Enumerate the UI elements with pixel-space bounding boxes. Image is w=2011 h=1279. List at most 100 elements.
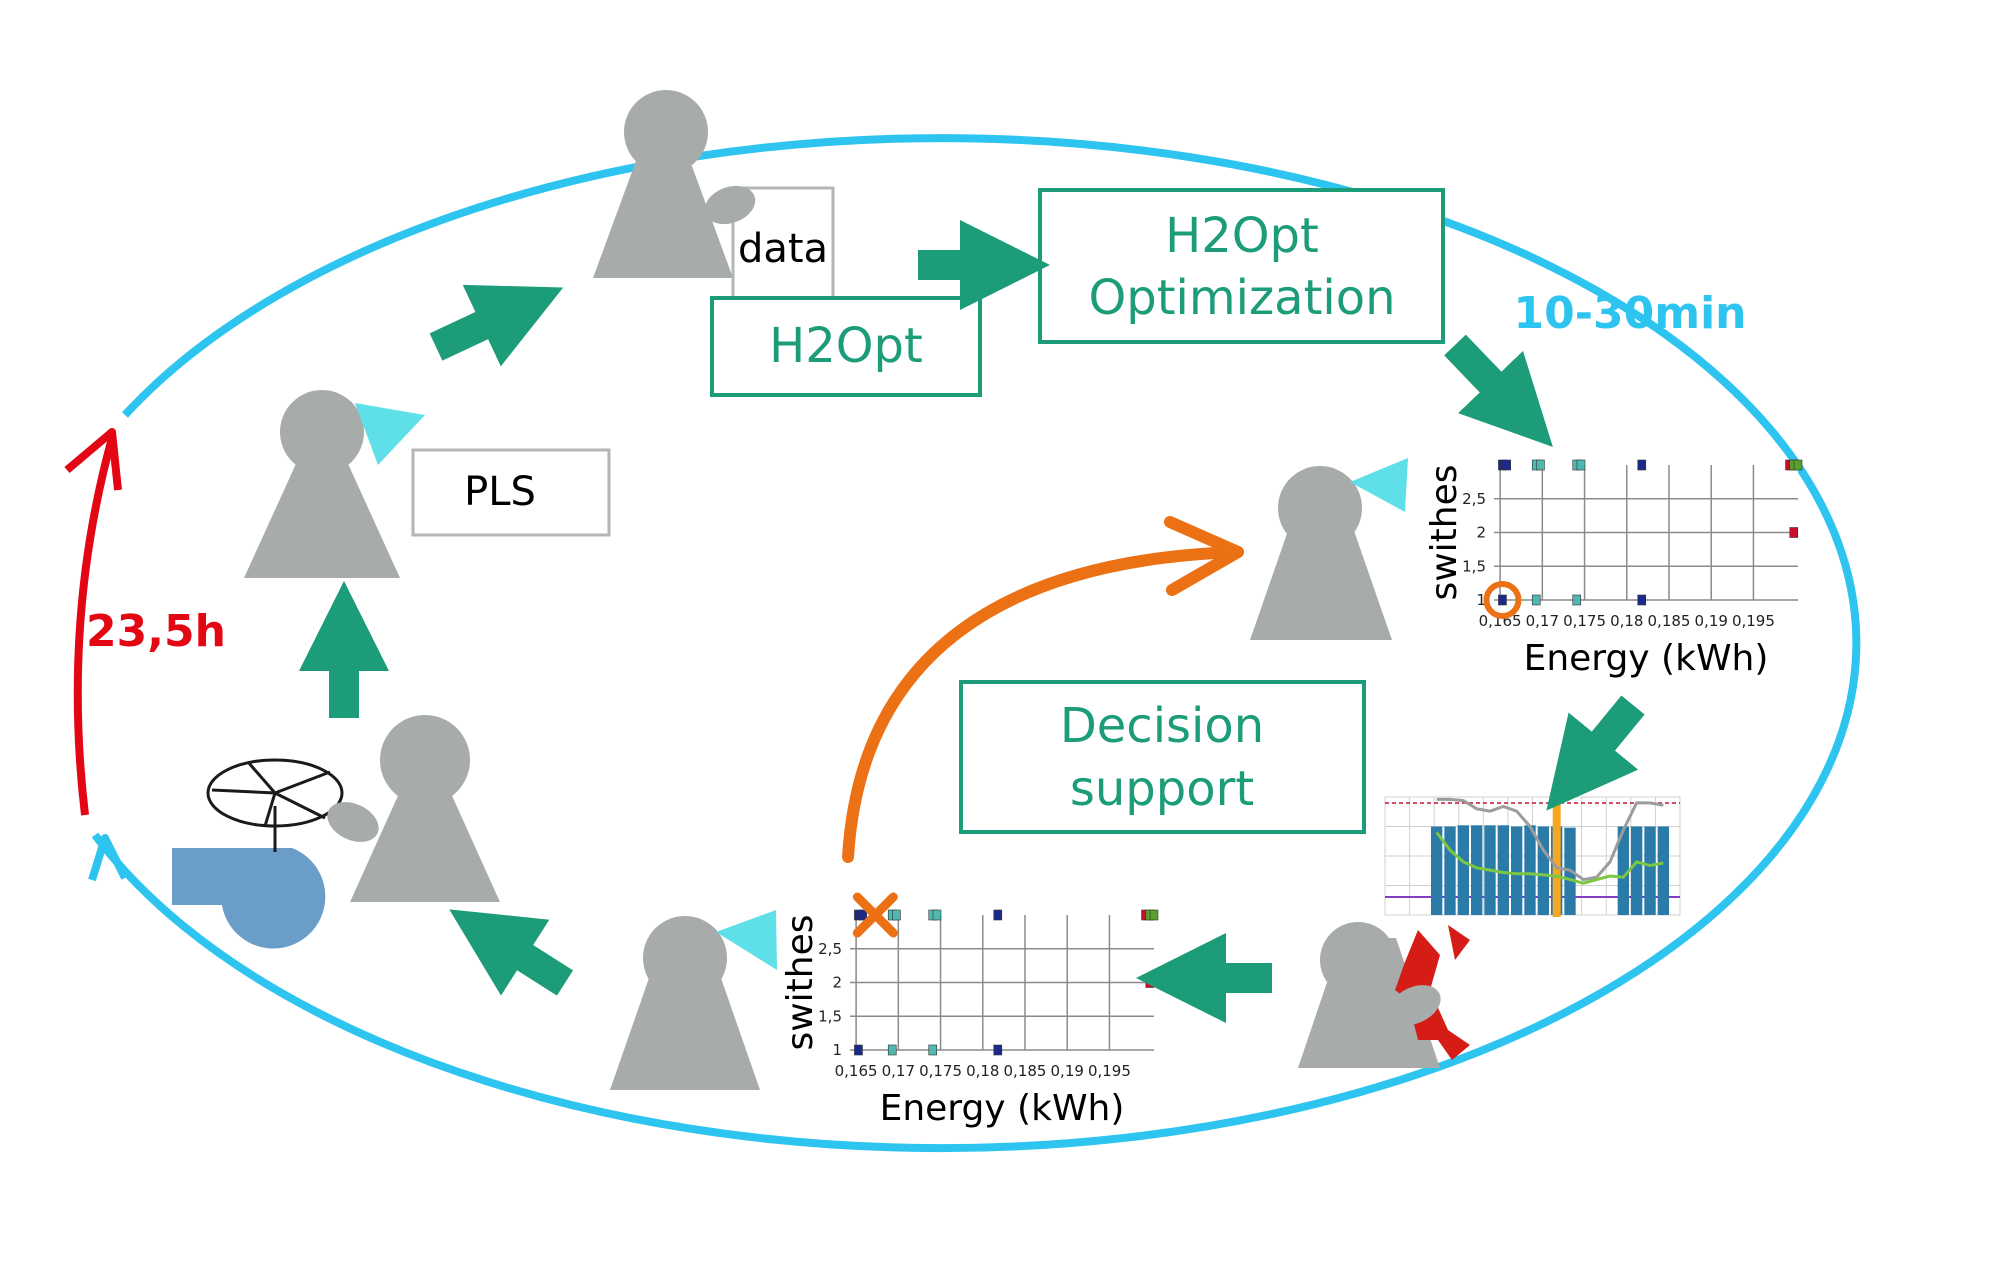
y-tick-label: 1	[1476, 591, 1486, 609]
bar	[1457, 825, 1469, 915]
data-point	[858, 909, 867, 921]
data-point	[1793, 459, 1803, 471]
x-tick-label: 0,18	[966, 1062, 999, 1080]
optimization-box	[1038, 188, 1445, 344]
time-marker	[1552, 795, 1561, 917]
speech-bubble-icon	[716, 910, 777, 970]
y-axis-label: swithes	[1424, 464, 1465, 600]
data-point	[1531, 594, 1541, 606]
y-axis-label: swithes	[780, 914, 821, 1050]
feedback-arrow	[842, 516, 1244, 863]
h2opt-box	[710, 296, 982, 397]
bar	[1617, 826, 1629, 915]
x-tick-label: 0,185	[1004, 1062, 1047, 1080]
x-tick-label: 0,165	[835, 1062, 878, 1080]
data-point	[993, 909, 1003, 921]
series-line-green	[1435, 831, 1664, 885]
bar	[1524, 825, 1536, 915]
optimization-label-line2: Optimization	[1088, 270, 1395, 326]
data-point	[1149, 909, 1159, 921]
hand-icon	[327, 802, 379, 842]
flow-arrows	[299, 220, 1645, 1023]
series-line-gray	[1436, 797, 1664, 882]
cycle-red-arrowhead	[64, 428, 122, 491]
bar	[1631, 826, 1643, 915]
data-point	[1637, 594, 1647, 606]
person-icon	[244, 390, 400, 578]
data-point	[1502, 459, 1511, 471]
y-tick-label: 1	[832, 1041, 842, 1059]
wrench-icon	[1395, 925, 1470, 1060]
cycle-blue-arrowhead	[88, 834, 129, 882]
person-icon	[593, 90, 733, 278]
x-tick-label: 0,175	[1563, 612, 1606, 630]
decision-support-label-line2: support	[1070, 761, 1254, 817]
bar	[1511, 826, 1523, 915]
x-tick-label: 0,175	[919, 1062, 962, 1080]
decision-support-label-line1: Decision	[1060, 698, 1264, 754]
x-axis-label: Energy (kWh)	[1524, 638, 1769, 679]
x-tick-label: 0,195	[1088, 1062, 1131, 1080]
x-tick-label: 0,18	[1610, 612, 1643, 630]
data-point	[892, 909, 901, 921]
time-label-fast: 10-30min	[1514, 288, 1747, 339]
bar	[1444, 826, 1456, 915]
highlight-circle	[1483, 581, 1522, 619]
hand-icon	[704, 185, 756, 225]
flow-arrow-to-pump	[449, 909, 574, 996]
decision-support-box	[959, 680, 1366, 834]
y-tick-label: 2,5	[818, 940, 842, 958]
person-icon	[1250, 466, 1392, 640]
y-tick-label: 1,5	[818, 1007, 842, 1025]
speech-bubble-icon	[1350, 458, 1408, 512]
valve-icon	[206, 758, 344, 852]
x-tick-label: 0,19	[1051, 1062, 1084, 1080]
y-tick-label: 2	[832, 974, 842, 992]
x-tick-label: 0,195	[1732, 612, 1775, 630]
x-tick-label: 0,185	[1648, 612, 1691, 630]
bar	[1497, 825, 1509, 915]
bar	[1471, 825, 1483, 915]
optimization-label-line1: H2Opt	[1165, 208, 1319, 264]
data-point	[1498, 594, 1507, 606]
flow-arrow-to-chart	[1444, 334, 1553, 447]
data-point	[1536, 459, 1545, 471]
bar	[1537, 826, 1549, 915]
flow-arrow-to-data	[429, 284, 564, 367]
data-point	[854, 1044, 863, 1056]
pump-icon	[172, 848, 326, 949]
cycle-red-arc	[73, 436, 116, 816]
data-point	[1576, 459, 1586, 471]
x-tick-label: 0,17	[882, 1062, 915, 1080]
data-point	[928, 1044, 938, 1056]
bar	[1657, 826, 1669, 915]
x-axis-label: Energy (kWh)	[880, 1088, 1125, 1129]
y-tick-label: 1,5	[1462, 557, 1486, 575]
bar	[1644, 826, 1656, 915]
bar	[1431, 826, 1443, 915]
person-icon	[610, 916, 760, 1090]
y-tick-label: 2	[1476, 524, 1486, 542]
data-point	[1145, 977, 1155, 988]
speech-bubble-icon	[355, 403, 425, 465]
cross-icon	[852, 892, 898, 938]
pls-label: PLS	[464, 469, 536, 515]
schedule-chart	[1384, 795, 1681, 917]
y-tick-label: 2,5	[1462, 490, 1486, 508]
hand-icon	[1389, 985, 1441, 1025]
flow-arrow-to-schedule	[1546, 695, 1645, 811]
data-point	[1789, 527, 1799, 538]
x-tick-label: 0,19	[1695, 612, 1728, 630]
person-icon	[350, 715, 500, 902]
pls-box	[411, 448, 611, 537]
h2opt-label: H2Opt	[769, 318, 923, 374]
data-point	[887, 1044, 897, 1056]
data-label: data	[738, 226, 828, 272]
data-point	[993, 1044, 1003, 1056]
data-point	[1572, 594, 1582, 606]
data-point	[1637, 459, 1647, 471]
time-label-slow: 23,5h	[86, 606, 226, 657]
x-tick-label: 0,17	[1526, 612, 1559, 630]
